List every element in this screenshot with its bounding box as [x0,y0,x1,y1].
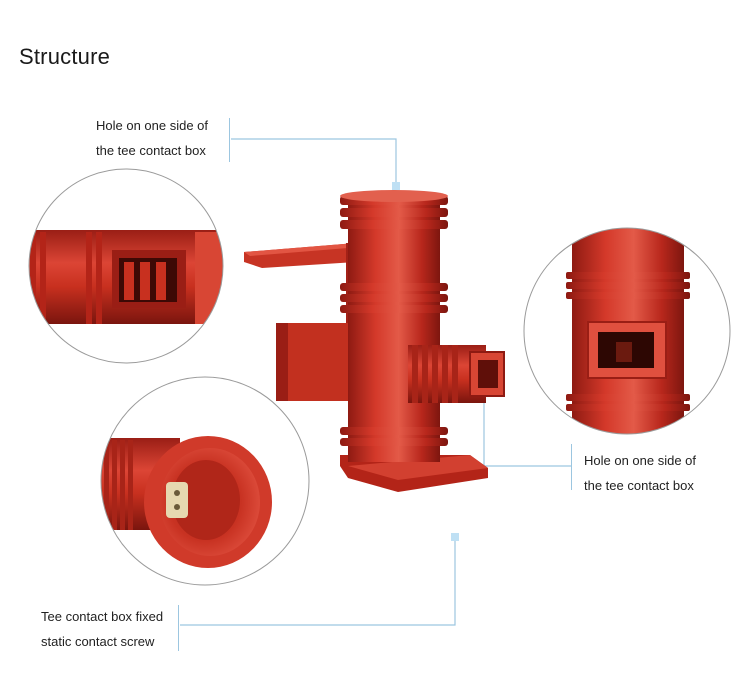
page-title: Structure [19,44,111,69]
leader-line-top [231,138,397,184]
main-product-illustration [244,190,505,492]
callout-top-left: Hole on one side of the tee contact box [96,113,208,163]
callout-right-line2: the tee contact box [584,478,694,493]
callout-top-left-bar [229,118,230,162]
callout-top-left-line2: the tee contact box [96,143,206,158]
callout-right: Hole on one side of the tee contact box [584,448,696,498]
marker-bottom [451,533,459,541]
leader-line-bottom [180,540,456,626]
detail-circle-right [523,227,731,435]
callout-bottom-left-line1: Tee contact box fixed [41,609,164,624]
callout-bottom-left-bar [178,605,179,651]
marker-top [392,182,400,190]
callout-right-line1: Hole on one side of [584,453,697,468]
detail-circle-left [28,168,224,364]
callout-bottom-left: Tee contact box fixed static contact scr… [41,604,163,654]
detail-circle-bottom [100,376,310,586]
callout-top-left-line1: Hole on one side of [96,118,209,133]
callout-right-bar [571,444,572,490]
callout-bottom-left-line2: static contact screw [41,634,155,649]
